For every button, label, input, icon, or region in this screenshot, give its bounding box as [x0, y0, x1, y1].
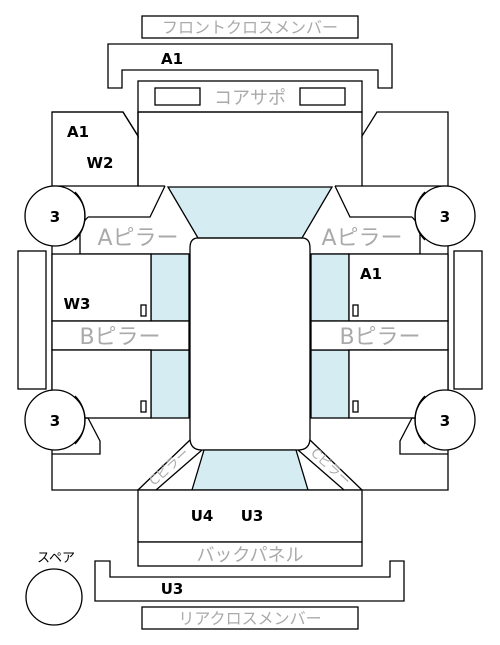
- left-rear-door-handle: [140, 400, 147, 413]
- back-panel-label: バックパネル: [196, 545, 303, 566]
- left-front-door[interactable]: W3: [51, 253, 152, 322]
- rear-window[interactable]: [191, 449, 309, 491]
- roof[interactable]: [189, 237, 311, 451]
- right-front-fender[interactable]: [361, 136, 448, 187]
- core-support-part[interactable]: コアサポ: [137, 80, 363, 113]
- back-panel[interactable]: バックパネル: [137, 541, 363, 567]
- b-pillar-right[interactable]: Bピラー: [310, 320, 449, 351]
- a-pillar-left[interactable]: Aピラー: [79, 216, 190, 255]
- rear-cross-code: U3: [161, 580, 184, 598]
- tire-rear-right[interactable]: 3: [414, 389, 476, 451]
- rear-cross-member-label: リアクロスメンバー: [178, 609, 321, 628]
- front-cross-code: A1: [161, 50, 183, 68]
- rear-cross-member-box[interactable]: リアクロスメンバー: [141, 606, 359, 630]
- c-pillar-left-label: Cピラー: [147, 446, 193, 489]
- front-cross-member-box[interactable]: フロントクロスメンバー: [141, 15, 359, 39]
- left-fender-code-a1: A1: [67, 123, 89, 141]
- b-pillar-left-label: Bピラー: [79, 325, 160, 350]
- spare-tire[interactable]: スペア: [25, 551, 83, 626]
- tire-rear-right-count: 3: [440, 412, 450, 430]
- front-cross-member-part[interactable]: A1: [107, 43, 393, 89]
- a-pillar-right-label: Aピラー: [321, 226, 402, 251]
- left-fender-code-w2: W2: [87, 154, 114, 172]
- rear-cross-member-part[interactable]: U3: [94, 560, 405, 602]
- left-front-door-handle: [140, 304, 147, 317]
- right-front-door[interactable]: A1: [348, 253, 449, 322]
- left-front-fender[interactable]: A1 W2: [52, 111, 139, 187]
- tire-rear-left-count: 3: [50, 412, 60, 430]
- c-pillar-left[interactable]: Cピラー: [137, 439, 203, 491]
- a-pillar-left-label: Aピラー: [97, 226, 178, 251]
- left-headlight: [154, 87, 201, 106]
- trunk-code-u4: U4: [191, 507, 214, 525]
- a-pillar-right[interactable]: Aピラー: [310, 216, 421, 255]
- left-front-door-code: W3: [64, 295, 91, 313]
- tire-rear-left[interactable]: 3: [24, 389, 86, 451]
- trunk-lid[interactable]: U4 U3: [137, 489, 363, 543]
- trunk-code-u3: U3: [241, 507, 264, 525]
- windshield[interactable]: [166, 186, 334, 239]
- right-rear-window[interactable]: [310, 349, 350, 419]
- right-front-door-code: A1: [360, 265, 382, 283]
- tire-front-right[interactable]: 3: [414, 185, 476, 247]
- b-pillar-right-label: Bピラー: [339, 325, 420, 350]
- front-cross-member-label: フロントクロスメンバー: [162, 18, 338, 37]
- left-side-sill[interactable]: [17, 250, 47, 390]
- b-pillar-left[interactable]: Bピラー: [51, 320, 190, 351]
- right-headlight: [299, 87, 346, 106]
- right-rear-door-handle: [352, 400, 359, 413]
- tire-front-left-count: 3: [50, 208, 60, 226]
- tire-front-right-count: 3: [440, 208, 450, 226]
- tire-front-left[interactable]: 3: [24, 185, 86, 247]
- left-rear-window[interactable]: [150, 349, 190, 419]
- right-side-sill[interactable]: [453, 250, 483, 390]
- spare-tire-label: スペア: [37, 551, 75, 566]
- right-front-window[interactable]: [310, 253, 350, 322]
- right-front-door-handle: [352, 304, 359, 317]
- hood-outline: [137, 136, 362, 187]
- left-front-window[interactable]: [150, 253, 190, 322]
- core-support-label: コアサポ: [214, 88, 286, 109]
- c-pillar-right-label: Cピラー: [307, 446, 353, 489]
- c-pillar-right[interactable]: Cピラー: [297, 439, 363, 491]
